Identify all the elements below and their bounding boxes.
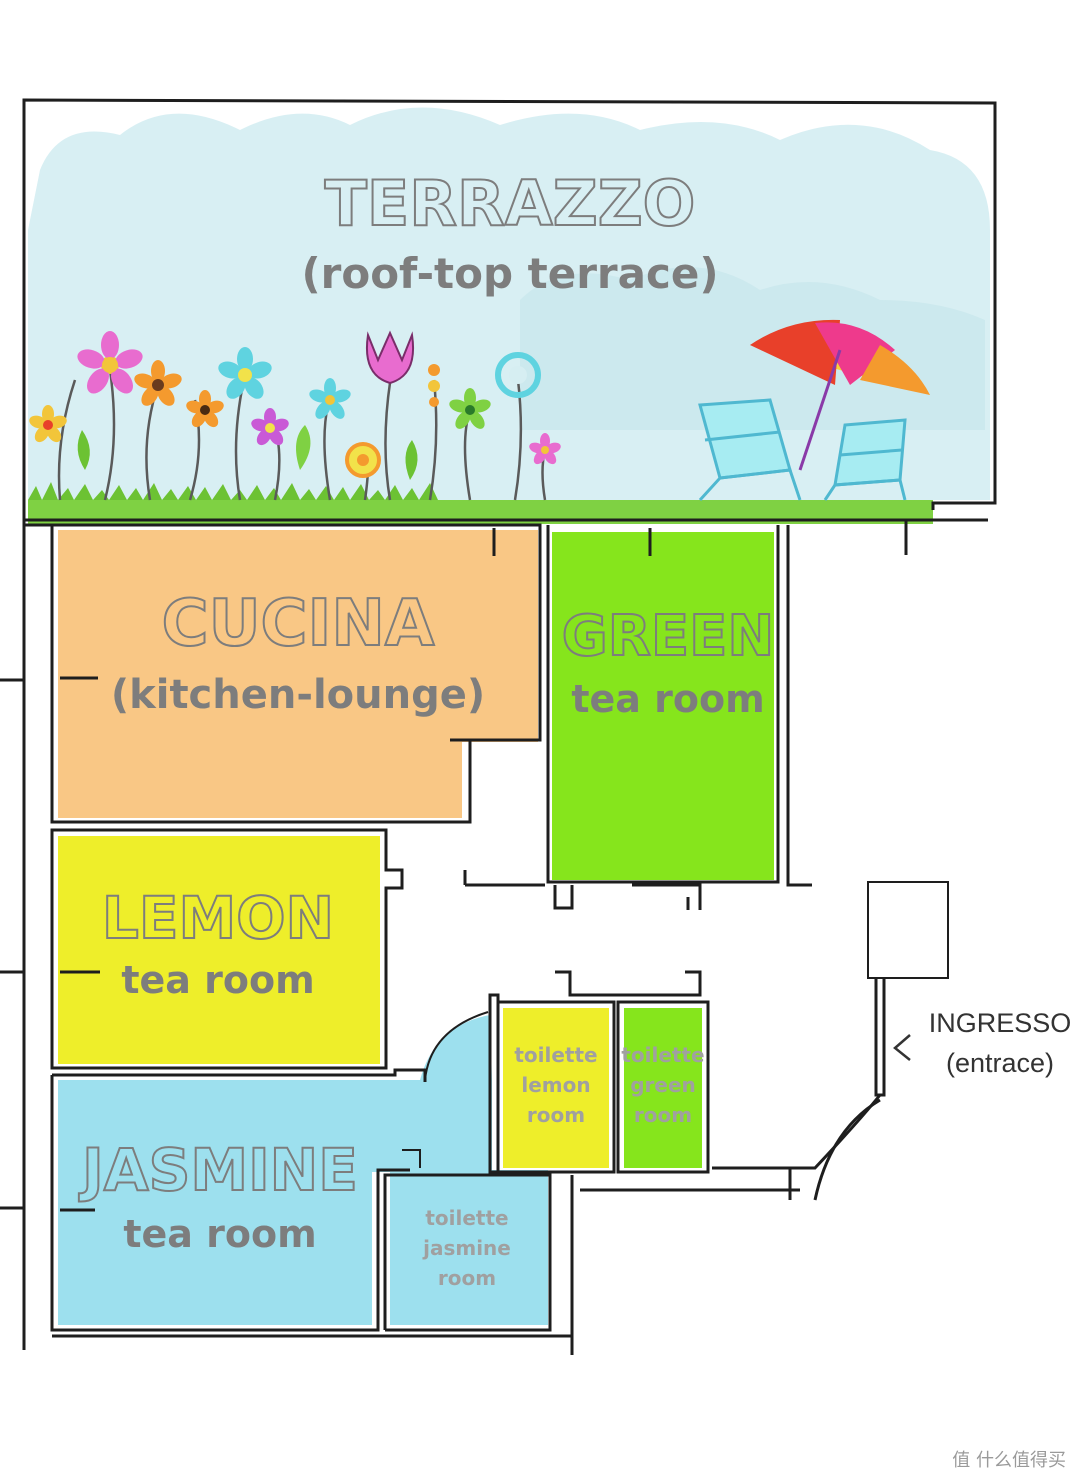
- terrace-area: TERRAZZO (roof-top terrace): [28, 107, 990, 524]
- cucina-subtitle: (kitchen-lounge): [111, 672, 485, 718]
- walls: [0, 98, 997, 1355]
- toilette-jasmine-line2: jasmine: [422, 1236, 511, 1260]
- flower-icon: [29, 405, 67, 443]
- green-subtitle: tea room: [571, 677, 764, 721]
- flower-icon: [495, 352, 541, 398]
- toilette-lemon-line3: room: [527, 1103, 585, 1127]
- entrance-title: INGRESSO: [929, 1008, 1072, 1038]
- toilette-jasmine-label: toilette jasmine room: [422, 1206, 511, 1290]
- terrace-cloud: [520, 267, 985, 430]
- flower-icon: [251, 408, 289, 446]
- terrace-title: TERRAZZO: [325, 167, 696, 240]
- flower-icon: [309, 378, 351, 419]
- jasmine-subtitle: tea room: [123, 1212, 316, 1256]
- room-jasmine: [58, 1080, 548, 1325]
- flower-icon: [134, 360, 182, 406]
- jasmine-title: JASMINE: [78, 1136, 358, 1204]
- toilette-lemon-line2: lemon: [521, 1073, 590, 1097]
- jasmine-hall: [420, 1015, 492, 1080]
- flower-garden: [29, 330, 561, 501]
- leaf-icon: [296, 425, 311, 470]
- umbrella-pole: [798, 349, 842, 471]
- deck-chair-icon: [698, 398, 802, 502]
- flower-icon: [366, 330, 414, 385]
- toilette-green-line3: room: [634, 1103, 692, 1127]
- umbrella-icon: [750, 319, 930, 471]
- toilette-lemon-line1: toilette: [514, 1043, 597, 1067]
- toilette-green-line1: toilette: [621, 1043, 704, 1067]
- cucina-title: CUCINA: [162, 587, 435, 661]
- lemon-subtitle: tea room: [121, 958, 314, 1002]
- entrance-arrow-icon: [893, 1034, 911, 1061]
- room-toilette-green: [624, 1008, 702, 1168]
- leaf-icon: [77, 430, 90, 470]
- lemon-title: LEMON: [102, 884, 334, 952]
- toilette-lemon-label: toilette lemon room: [514, 1043, 597, 1127]
- leaf-icon: [405, 440, 418, 480]
- toilette-jasmine-line1: toilette: [425, 1206, 508, 1230]
- flower-icon: [218, 347, 272, 399]
- toilette-jasmine-line3: room: [438, 1266, 496, 1290]
- umbrella-panel-orange: [860, 345, 930, 395]
- flower-icon: [77, 331, 143, 394]
- toilette-green-line2: green: [630, 1073, 696, 1097]
- green-title: GREEN: [562, 604, 774, 669]
- terrace-subtitle: (roof-top terrace): [301, 249, 718, 298]
- flower-icon: [428, 364, 440, 407]
- toilette-green-label: toilette green room: [621, 1043, 704, 1127]
- watermark-logo: 值 什么值得买: [952, 1450, 1066, 1471]
- deck-chair-icon: [823, 418, 907, 501]
- entrance-subtitle: (entrace): [946, 1048, 1054, 1078]
- flower-icon: [186, 390, 224, 428]
- flower-icon: [529, 433, 561, 465]
- cucina-cutout: [462, 742, 540, 820]
- umbrella-panel-pink: [815, 322, 895, 385]
- room-green: [552, 532, 774, 880]
- room-cucina: [58, 530, 538, 818]
- flower-icon: [345, 442, 381, 478]
- flower-icon: [449, 388, 491, 429]
- room-toilette-lemon: [503, 1008, 609, 1168]
- grass-blades: [28, 482, 933, 500]
- umbrella-panel-red: [750, 319, 840, 385]
- room-lemon: [58, 836, 380, 1064]
